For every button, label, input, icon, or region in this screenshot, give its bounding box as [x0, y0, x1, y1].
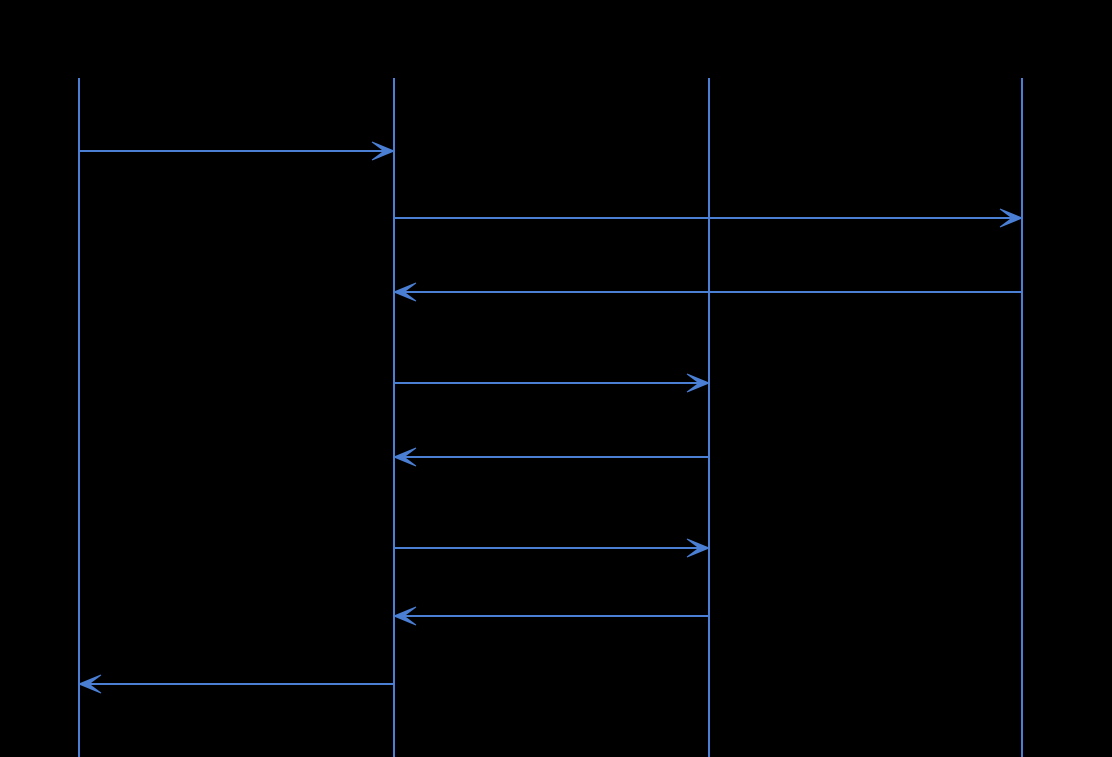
message-1: [79, 141, 396, 161]
message-8: [77, 674, 394, 694]
arrow-head-icon: [77, 674, 102, 694]
lifelines-group: [78, 78, 1023, 757]
arrow-head-icon: [686, 538, 711, 558]
message-2: [394, 208, 1024, 228]
message-7: [392, 606, 709, 626]
message-5: [392, 447, 709, 467]
message-4: [394, 373, 711, 393]
arrow-head-icon: [371, 141, 396, 161]
arrow-head-icon: [392, 282, 417, 302]
arrow-head-icon: [999, 208, 1024, 228]
messages-group: [77, 141, 1024, 694]
arrow-head-icon: [392, 447, 417, 467]
message-6: [394, 538, 711, 558]
arrow-head-icon: [392, 606, 417, 626]
arrow-head-icon: [686, 373, 711, 393]
message-3: [392, 282, 1022, 302]
